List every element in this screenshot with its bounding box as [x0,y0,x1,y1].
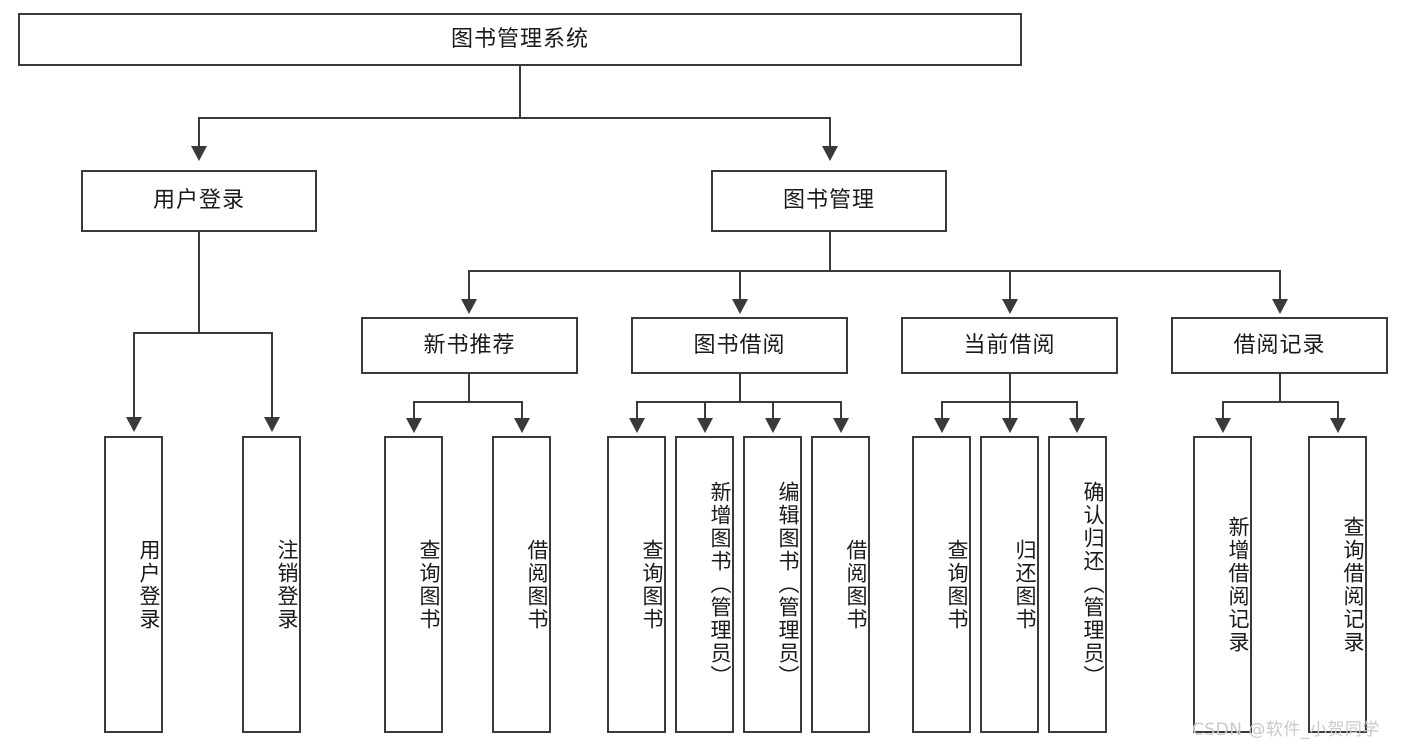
csdn-watermark: CSDN @软件_小贺同学 [1192,720,1380,740]
connector-drop-leaf-borrow-book-2 [840,401,842,419]
arrow-to-borrow-record [1272,299,1288,314]
arrow-to-leaf-add-book [697,418,713,433]
node-label: 新增借阅记录 [1226,515,1250,654]
connector-drop-leaf-query-book-3 [941,401,943,419]
node-leaf-return-book[interactable]: 归还图书 [980,436,1039,733]
node-label: 借阅图书 [844,538,868,631]
arrow-to-leaf-edit-book [765,418,781,433]
arrow-to-new-book-recommend [461,299,477,314]
node-leaf-borrow-book-2[interactable]: 借阅图书 [811,436,870,733]
arrow-to-book-borrow [732,299,748,314]
node-label: 确认归还（管理员） [1081,481,1105,688]
node-label: 图书管理系统 [450,26,589,52]
node-leaf-query-book-3[interactable]: 查询图书 [912,436,971,733]
node-new-book-recommend[interactable]: 新书推荐 [361,317,578,374]
arrow-to-leaf-borrow-book-2 [833,418,849,433]
arrow-to-leaf-confirm-return [1069,418,1085,433]
node-leaf-query-book-1[interactable]: 查询图书 [384,436,443,733]
node-book-management[interactable]: 图书管理 [711,170,947,232]
node-leaf-add-book[interactable]: 新增图书（管理员） [675,436,734,733]
connector-current-borrow-stem [1009,374,1011,402]
connector-user-login-bar [133,332,273,334]
connector-new-book-recommend-bar [413,401,523,403]
connector-drop-borrow-record [1279,270,1281,300]
connector-drop-leaf-query-book-2 [636,401,638,419]
connector-level3-bar [468,270,1280,272]
connector-new-book-recommend-stem [468,374,470,402]
node-current-borrow[interactable]: 当前借阅 [901,317,1118,374]
connector-drop-leaf-confirm-return [1076,401,1078,419]
node-label: 当前借阅 [963,332,1056,358]
connector-drop-leaf-borrow-book-1 [521,401,523,419]
connector-drop-leaf-logout [271,332,273,418]
node-label: 用户登录 [152,188,245,214]
connector-drop-new-book-recommend [468,270,470,300]
arrow-to-leaf-logout [264,417,280,432]
arrow-to-leaf-add-borrow-record [1215,418,1231,433]
arrow-to-user-login [191,146,207,161]
node-leaf-edit-book[interactable]: 编辑图书（管理员） [743,436,802,733]
node-label: 图书借阅 [693,332,786,358]
connector-borrow-record-bar [1222,401,1338,403]
connector-drop-leaf-add-borrow-record [1222,401,1224,419]
arrow-to-leaf-query-borrow-record [1330,418,1346,433]
node-label: 查询图书 [945,538,969,631]
node-leaf-user-login[interactable]: 用户登录 [104,436,163,733]
node-user-login[interactable]: 用户登录 [81,170,317,232]
connector-drop-user-login [198,117,200,148]
connector-drop-leaf-query-borrow-record [1337,401,1339,419]
node-book-borrow[interactable]: 图书借阅 [631,317,848,374]
connector-drop-leaf-edit-book [772,401,774,419]
connector-drop-leaf-add-book [704,401,706,419]
node-borrow-record[interactable]: 借阅记录 [1171,317,1388,374]
node-label: 借阅图书 [525,538,549,631]
node-label: 用户登录 [137,538,161,631]
node-label: 注销登录 [275,538,299,631]
node-root-book-management-system[interactable]: 图书管理系统 [18,13,1022,66]
connector-drop-book-borrow [739,270,741,300]
node-label: 查询借阅记录 [1341,515,1365,654]
connector-level2-bar [198,117,831,119]
node-leaf-logout[interactable]: 注销登录 [242,436,301,733]
node-leaf-add-borrow-record[interactable]: 新增借阅记录 [1193,436,1252,733]
connector-borrow-record-stem [1279,374,1281,402]
connector-book-borrow-stem [739,374,741,402]
arrow-to-current-borrow [1002,299,1018,314]
connector-drop-leaf-user-login [133,332,135,418]
arrow-to-leaf-user-login [126,417,142,432]
connector-drop-current-borrow [1009,270,1011,300]
node-leaf-confirm-return[interactable]: 确认归还（管理员） [1048,436,1107,733]
connector-user-login-stem [198,232,200,333]
node-leaf-query-book-2[interactable]: 查询图书 [607,436,666,733]
arrow-to-leaf-query-book-3 [934,418,950,433]
arrow-to-leaf-query-book-2 [629,418,645,433]
node-label: 查询图书 [417,538,441,631]
node-label: 新增图书（管理员） [708,481,732,688]
arrow-to-book-management [822,146,838,161]
node-label: 编辑图书（管理员） [776,481,800,688]
node-label: 归还图书 [1013,538,1037,631]
node-label: 借阅记录 [1233,332,1326,358]
arrow-to-leaf-borrow-book-1 [514,418,530,433]
arrow-to-leaf-return-book [1002,418,1018,433]
node-leaf-borrow-book-1[interactable]: 借阅图书 [492,436,551,733]
connector-drop-leaf-query-book-1 [413,401,415,419]
node-label: 新书推荐 [423,332,516,358]
connector-drop-book-management [829,117,831,148]
arrow-to-leaf-query-book-1 [406,418,422,433]
node-label: 查询图书 [640,538,664,631]
node-leaf-query-borrow-record[interactable]: 查询借阅记录 [1308,436,1367,733]
connector-root-stem [519,66,521,118]
node-label: 图书管理 [782,188,875,214]
connector-book-borrow-bar [636,401,842,403]
connector-book-management-stem [829,232,831,271]
connector-drop-leaf-return-book [1009,401,1011,419]
